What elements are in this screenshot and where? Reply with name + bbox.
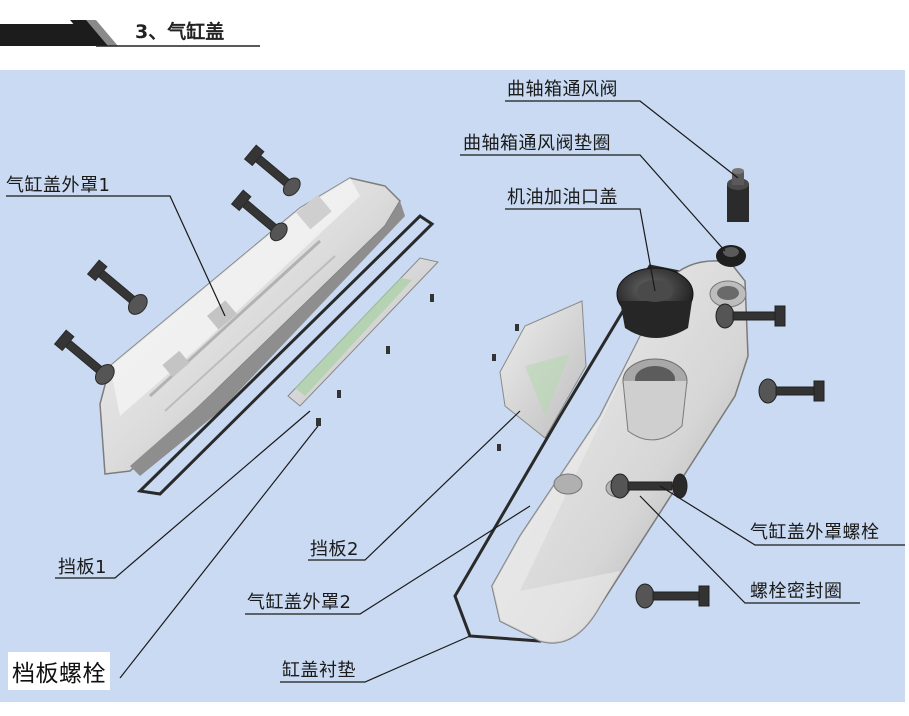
cylinder-head-cover-2 bbox=[491, 260, 749, 644]
label-crankcase-vent-valve: 曲轴箱通风阀 bbox=[507, 79, 618, 100]
label-baffle-2: 挡板2 bbox=[310, 539, 359, 560]
baffle-2-plate bbox=[499, 300, 587, 439]
exploded-view-drawing bbox=[0, 70, 909, 712]
exploded-view-diagram: 曲轴箱通风阀 曲轴箱通风阀垫圈 机油加油口盖 气缸盖外罩1 挡板1 挡板2 气缸… bbox=[0, 66, 909, 712]
label-cylinder-head-cover-1: 气缸盖外罩1 bbox=[6, 175, 111, 196]
baffle-1-plate bbox=[287, 257, 439, 407]
leader-lines bbox=[6, 100, 905, 683]
header-banner-graphic bbox=[0, 20, 260, 47]
cylinder-head-cover-1 bbox=[99, 177, 405, 476]
vent-valve-gasket bbox=[716, 245, 746, 267]
left-bolts bbox=[53, 144, 301, 385]
label-cover-gasket: 缸盖衬垫 bbox=[282, 660, 356, 681]
vent-valve bbox=[727, 168, 749, 222]
label-baffle-bolt: 档板螺栓 bbox=[8, 652, 110, 690]
label-cylinder-head-cover-2: 气缸盖外罩2 bbox=[247, 592, 352, 613]
label-baffle-1: 挡板1 bbox=[58, 557, 107, 578]
section-title: 3、气缸盖 bbox=[135, 21, 225, 43]
cover-gasket-left bbox=[136, 214, 435, 496]
baffle-screws bbox=[316, 294, 519, 451]
section-header: 3、气缸盖 bbox=[0, 0, 909, 66]
right-bolts bbox=[610, 303, 825, 609]
label-vent-valve-gasket: 曲轴箱通风阀垫圈 bbox=[463, 133, 611, 154]
oil-filler-cap bbox=[616, 267, 694, 338]
label-bolt-seal-ring: 螺栓密封圈 bbox=[750, 581, 843, 602]
label-oil-filler-cap: 机油加油口盖 bbox=[507, 187, 618, 208]
label-cover-bolt: 气缸盖外罩螺栓 bbox=[750, 522, 880, 543]
